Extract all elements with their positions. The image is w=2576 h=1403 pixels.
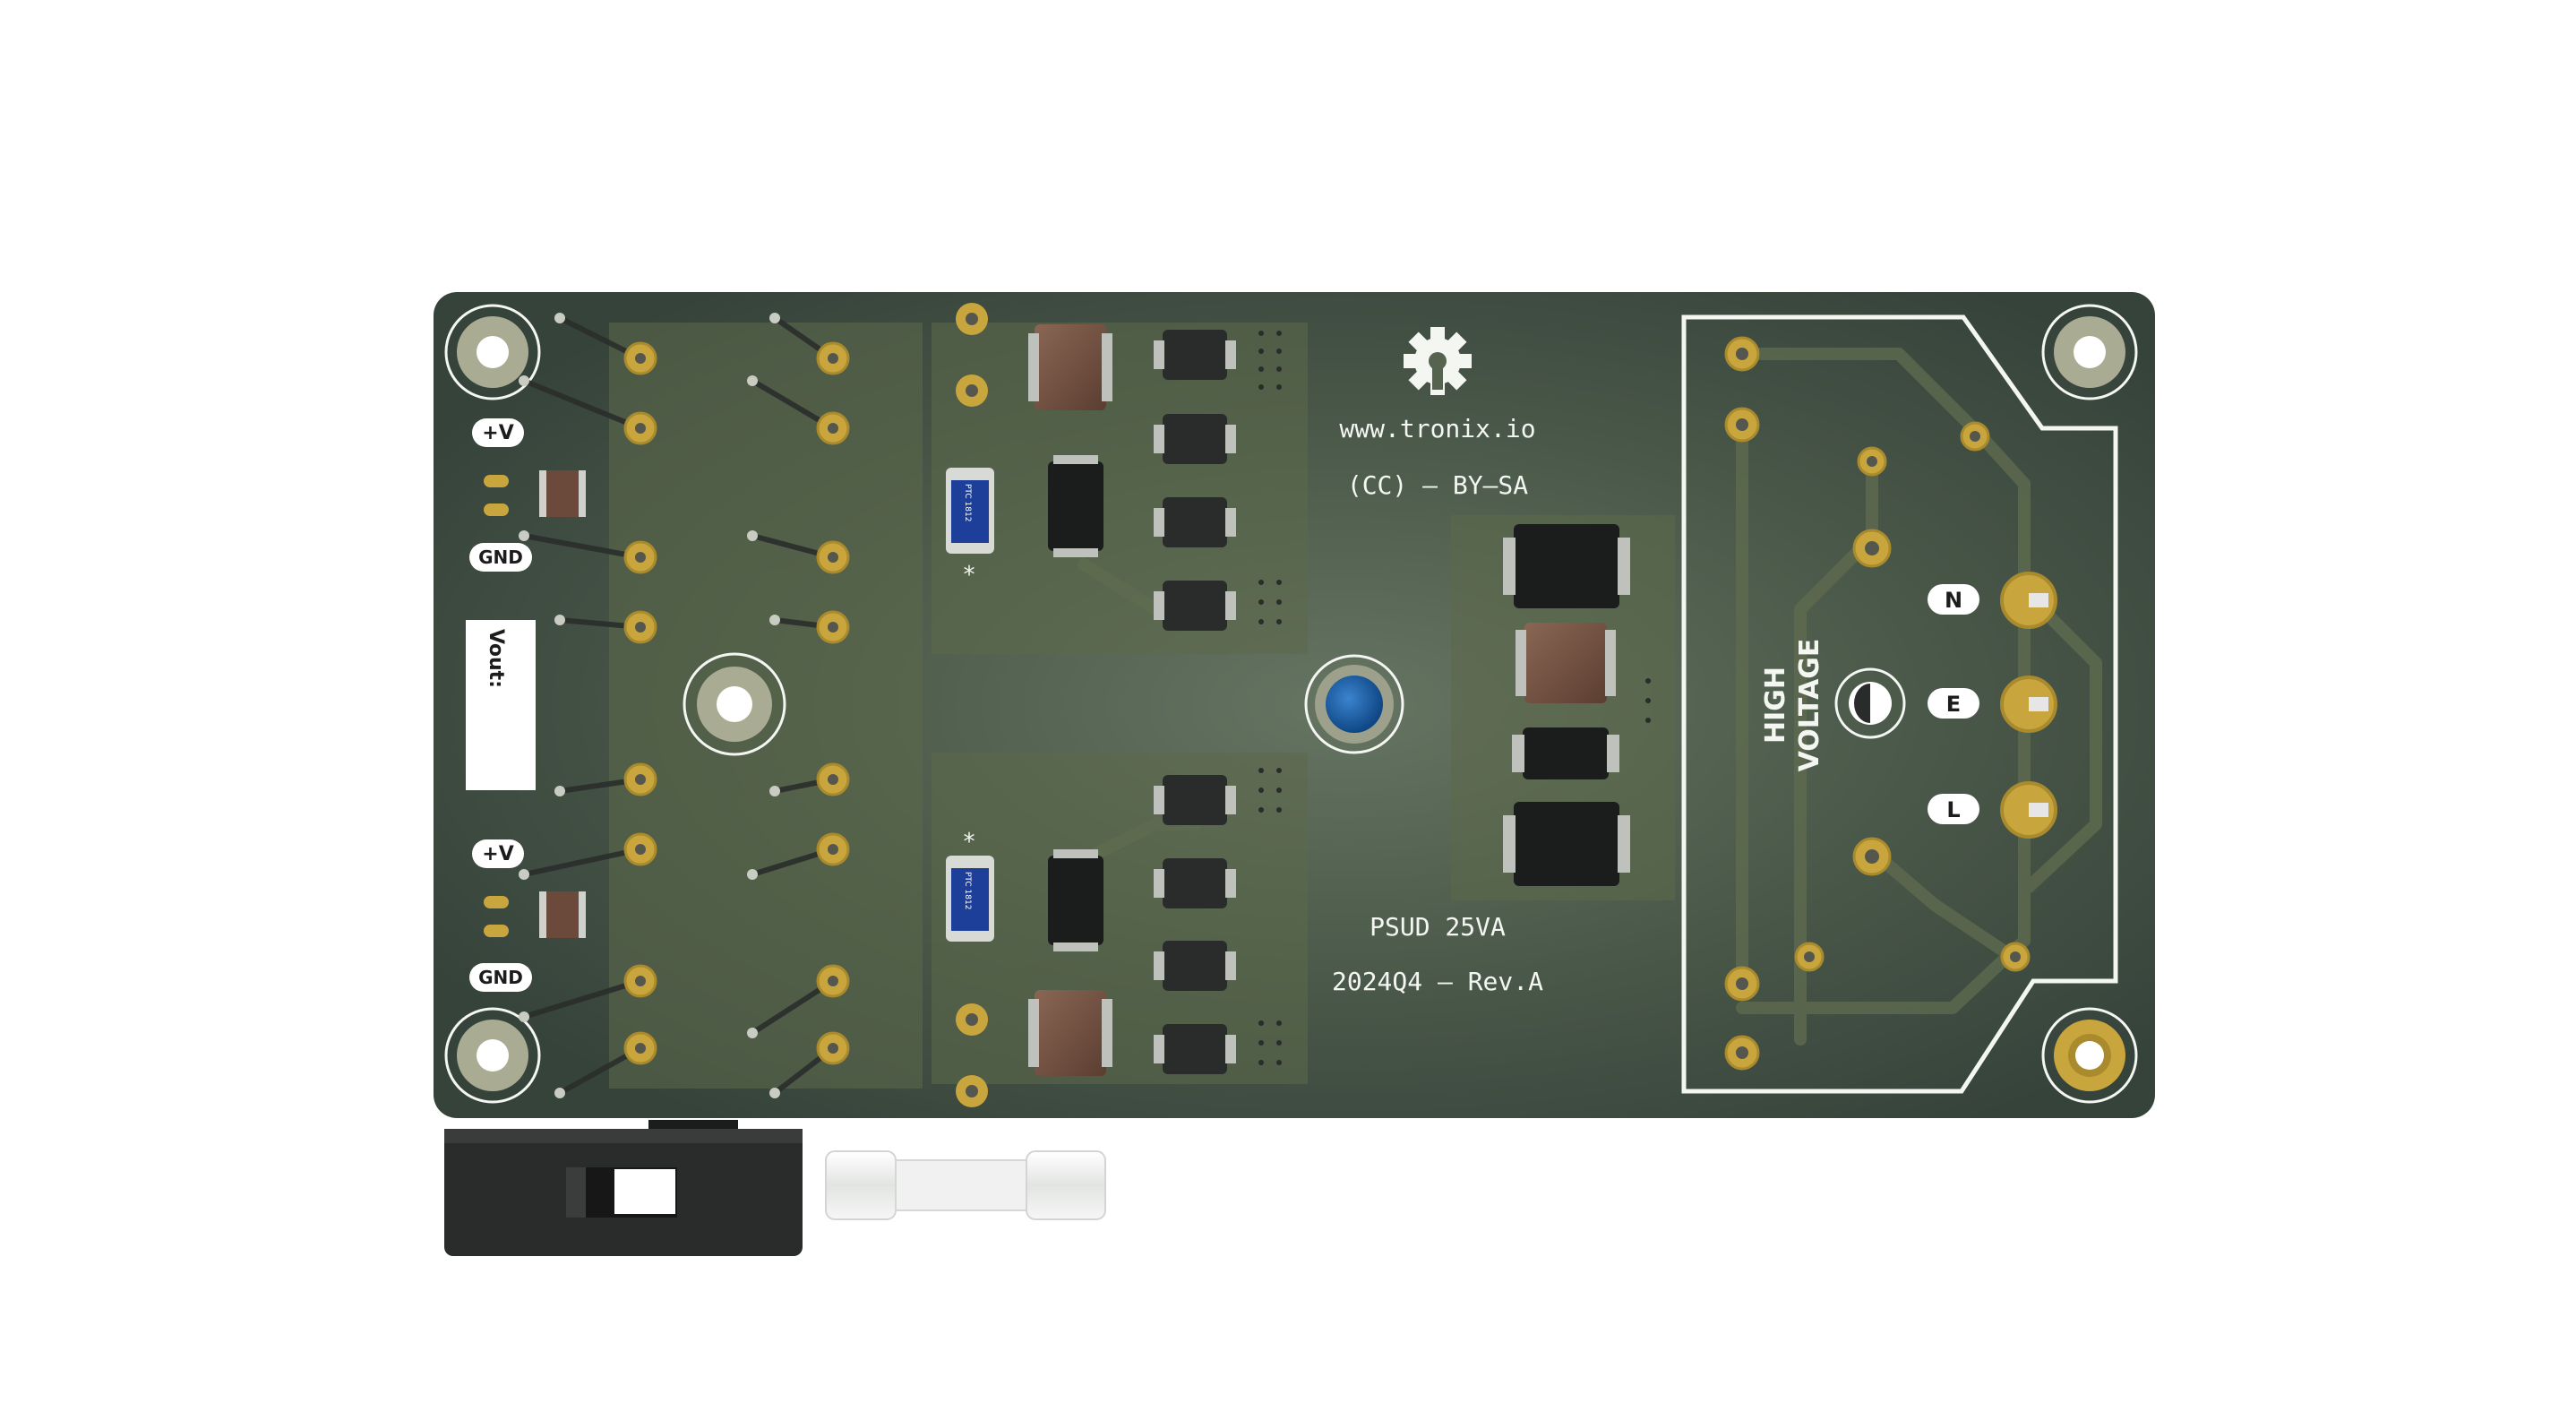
website-text: www.tronix.io (1339, 414, 1535, 443)
mounting-hole-top-left (444, 304, 541, 400)
regulator-top (1048, 455, 1103, 557)
regulator-bottom (1048, 849, 1103, 951)
capacitor-bottom-left (1028, 990, 1112, 1076)
mounting-hole-top-right (2041, 304, 2138, 400)
diode-right (1512, 727, 1619, 779)
label-gnd-bottom: GND (469, 963, 532, 992)
svg-text:*: * (964, 829, 975, 856)
high-voltage-text: HIGH VOLTAGE (1760, 639, 1825, 772)
vout-label-box: Vout: (466, 620, 536, 790)
svg-text:N: N (1945, 588, 1962, 613)
mounting-hole-bottom-right (2041, 1007, 2138, 1104)
capacitor-top-left (1028, 324, 1112, 410)
svg-text:E: E (1946, 692, 1961, 717)
svg-text:Vout:: Vout: (485, 629, 507, 688)
glass-fuse (825, 1150, 1106, 1220)
svg-text:*: * (964, 562, 975, 589)
svg-text:PTC 1812: PTC 1812 (963, 484, 972, 521)
vias (1258, 331, 1651, 1065)
svg-text:VOLTAGE: VOLTAGE (1794, 639, 1825, 772)
bridge-rectifier-bottom (1503, 802, 1630, 886)
svg-text:HIGH: HIGH (1760, 667, 1791, 744)
mains-terminal-e: E (1928, 676, 2057, 733)
output-connector-top (484, 470, 586, 517)
mains-terminal-l: L (1928, 781, 2057, 839)
license-text: (CC) — BY—SA (1347, 470, 1528, 500)
label-vplus-bottom: +V (472, 839, 524, 868)
svg-text:PTC 1812: PTC 1812 (963, 872, 972, 909)
bridge-rectifier-top (1503, 524, 1630, 608)
revision-text: 2024Q4 — Rev.A (1332, 967, 1543, 996)
gear-icon (1404, 327, 1472, 395)
svg-text:GND: GND (478, 967, 523, 988)
ptc-pads (956, 303, 988, 1107)
output-connector-bottom (484, 891, 586, 938)
mains-terminal-n: N (1928, 572, 2057, 629)
mounting-hole-bottom-left (444, 1007, 541, 1104)
high-voltage-zone (1681, 314, 2118, 1094)
label-gnd-top: GND (469, 543, 532, 572)
rectifier-diodes (1154, 330, 1236, 1074)
svg-text:GND: GND (478, 547, 523, 568)
model-text: PSUD 25VA (1370, 912, 1506, 942)
key-slot (1834, 667, 1906, 739)
hv-pads (1724, 336, 2031, 1071)
label-vplus-top: +V (472, 418, 524, 447)
power-switch (444, 1120, 803, 1256)
svg-text:+V: +V (482, 422, 513, 444)
capacitor-right (1516, 623, 1616, 703)
svg-text:L: L (1946, 797, 1960, 822)
status-led (1304, 654, 1404, 754)
transformer-pins (519, 313, 850, 1098)
ptc-fuse-bottom: PTC 1812 * (946, 829, 994, 942)
mounting-hole-center (683, 652, 786, 756)
ptc-fuse-top: PTC 1812 * (946, 468, 994, 589)
svg-text:+V: +V (482, 843, 513, 865)
